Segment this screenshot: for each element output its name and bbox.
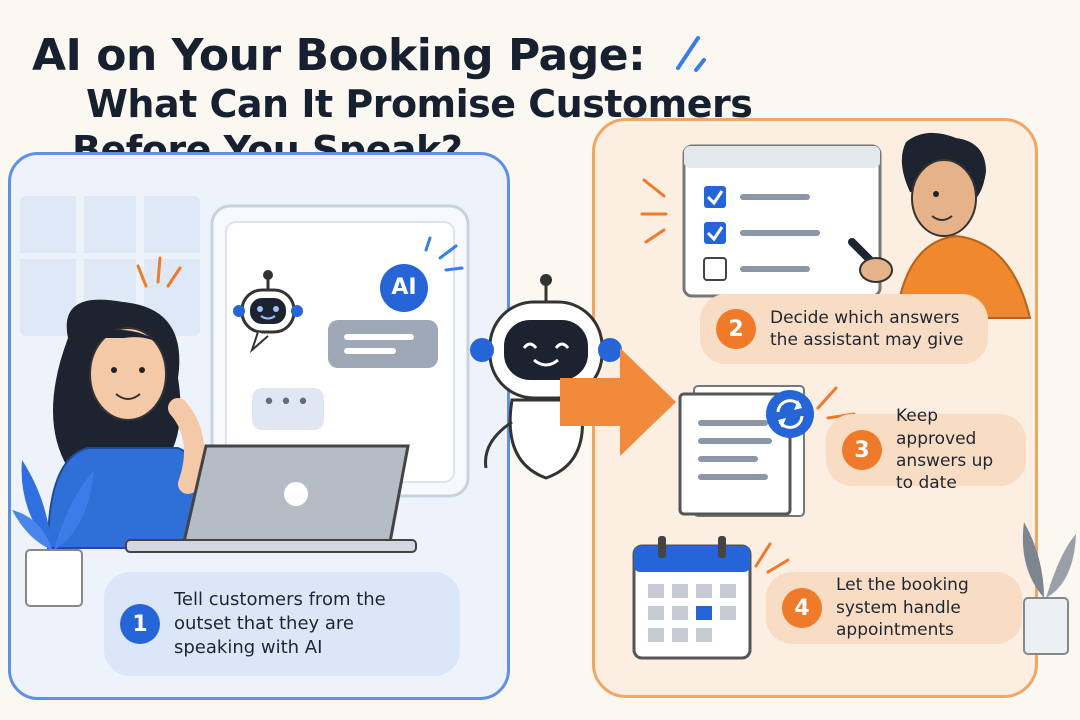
checklist-spark-icon xyxy=(640,178,668,244)
refresh-icon xyxy=(766,390,814,438)
step-2-number: 2 xyxy=(716,309,756,349)
man-illustration xyxy=(848,132,1032,319)
chat-bubble-reply xyxy=(328,320,438,368)
page-title-line-1: AI on Your Booking Page: xyxy=(32,30,646,81)
sparkle-icon xyxy=(676,36,706,72)
typing-indicator: ••• xyxy=(262,390,314,415)
step-4-number: 4 xyxy=(782,588,822,628)
calendar-icon xyxy=(632,536,752,660)
step-2-card: 2 Decide which answers the assistant may… xyxy=(700,294,988,364)
plant-right-icon xyxy=(1022,522,1076,655)
plant-icon xyxy=(12,460,94,607)
step-3-text: Keep approved answers up to date xyxy=(896,406,994,494)
woman-illustration xyxy=(46,299,217,549)
laptop-icon xyxy=(125,444,417,553)
step-3-card: 3 Keep approved answers up to date xyxy=(826,406,1026,493)
ai-badge: AI xyxy=(391,275,417,300)
step-4-card: 4 Let the booking system handle appointm… xyxy=(766,572,1022,644)
step-1-number: 1 xyxy=(120,604,160,644)
arrow-icon xyxy=(560,348,676,456)
calendar-spark-icon xyxy=(754,542,790,574)
step-1-card: 1 Tell customers from the outset that th… xyxy=(104,572,460,676)
robot-mascot-icon xyxy=(470,274,622,480)
step-3-number: 3 xyxy=(842,430,882,470)
step-2-text: Decide which answers the assistant may g… xyxy=(770,307,964,350)
step-4-text: Let the booking system handle appointmen… xyxy=(836,575,969,641)
checklist-icon xyxy=(682,144,882,298)
step-1-text: Tell customers from the outset that they… xyxy=(174,589,386,658)
ai-sparkle-icon xyxy=(424,236,464,272)
ai-badge-circle xyxy=(380,264,428,312)
attention-spark-icon xyxy=(136,256,182,288)
chat-bubble-typing xyxy=(252,388,324,430)
robot-icon xyxy=(233,270,303,354)
